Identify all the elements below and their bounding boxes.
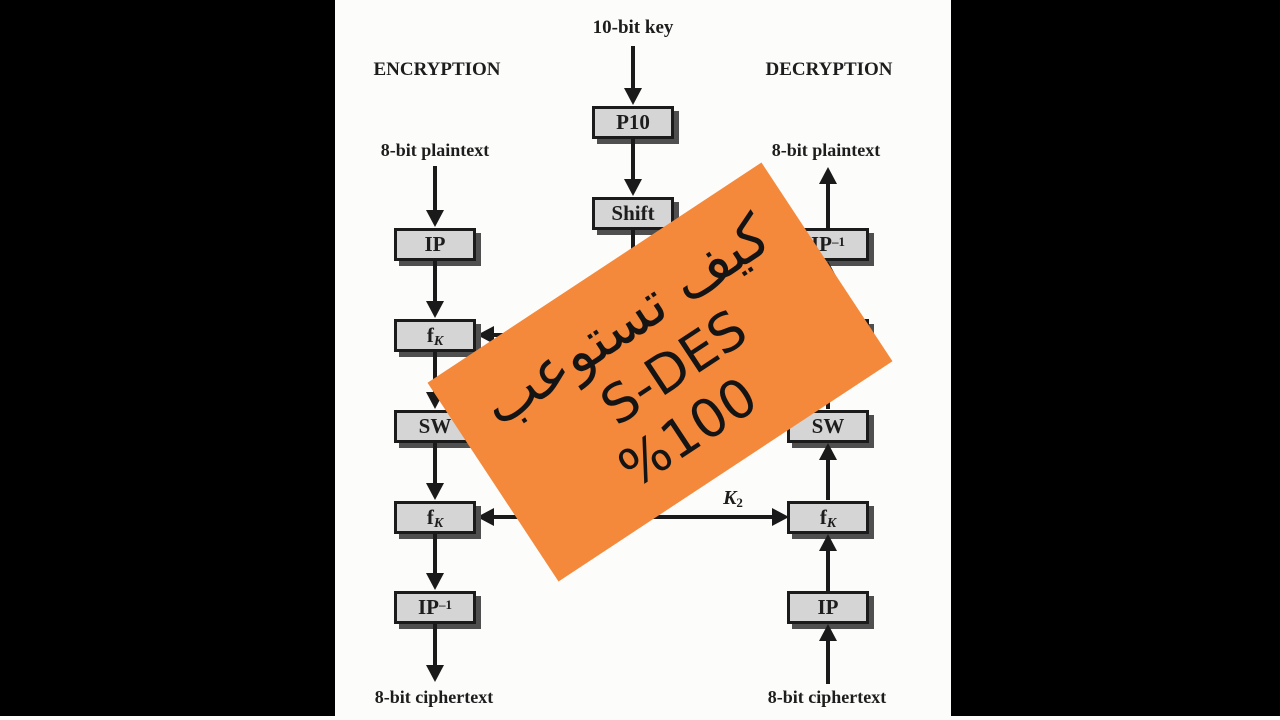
plaintext-label-decryption: 8-bit plaintext — [771, 140, 881, 160]
key-label: 10-bit key — [592, 17, 674, 38]
right-pillarbox — [951, 0, 1280, 716]
k2-label: K2 — [723, 487, 743, 510]
arrow-plaintext-to-ip — [426, 166, 444, 227]
encryption-header: ENCRYPTION — [373, 59, 501, 80]
fk-box-encryption-round1: fK — [394, 319, 476, 352]
ciphertext-label-decryption: 8-bit ciphertext — [767, 687, 887, 707]
arrow-sw-to-fk2 — [426, 443, 444, 500]
ip-box-decryption: IP — [787, 591, 869, 624]
fk-box-decryption-round2: fK — [787, 501, 869, 534]
arrow-key-to-p10 — [624, 46, 642, 105]
ip-box-encryption: IP — [394, 228, 476, 261]
arrow-ipinv-to-ciphertext — [426, 624, 444, 682]
fk-box-encryption-round2: fK — [394, 501, 476, 534]
arrow-fk2-to-sw-dec — [819, 443, 837, 500]
shift-box: Shift — [592, 197, 674, 230]
arrow-ciphertext-to-ip-dec — [819, 624, 837, 684]
arrow-fk2-to-ipinv — [426, 534, 444, 590]
arrow-ip-to-fk1 — [426, 261, 444, 318]
p10-box: P10 — [592, 106, 674, 139]
ciphertext-label-encryption: 8-bit ciphertext — [374, 687, 494, 707]
left-pillarbox — [0, 0, 335, 716]
ip-inverse-box-encryption: IP–1 — [394, 591, 476, 624]
arrow-ip-to-fk2-dec — [819, 534, 837, 591]
plaintext-label-encryption: 8-bit plaintext — [380, 140, 490, 160]
arrow-ipinv-to-plaintext-dec — [819, 167, 837, 228]
arrow-p10-to-shift — [624, 139, 642, 196]
decryption-header: DECRYPTION — [765, 59, 893, 80]
